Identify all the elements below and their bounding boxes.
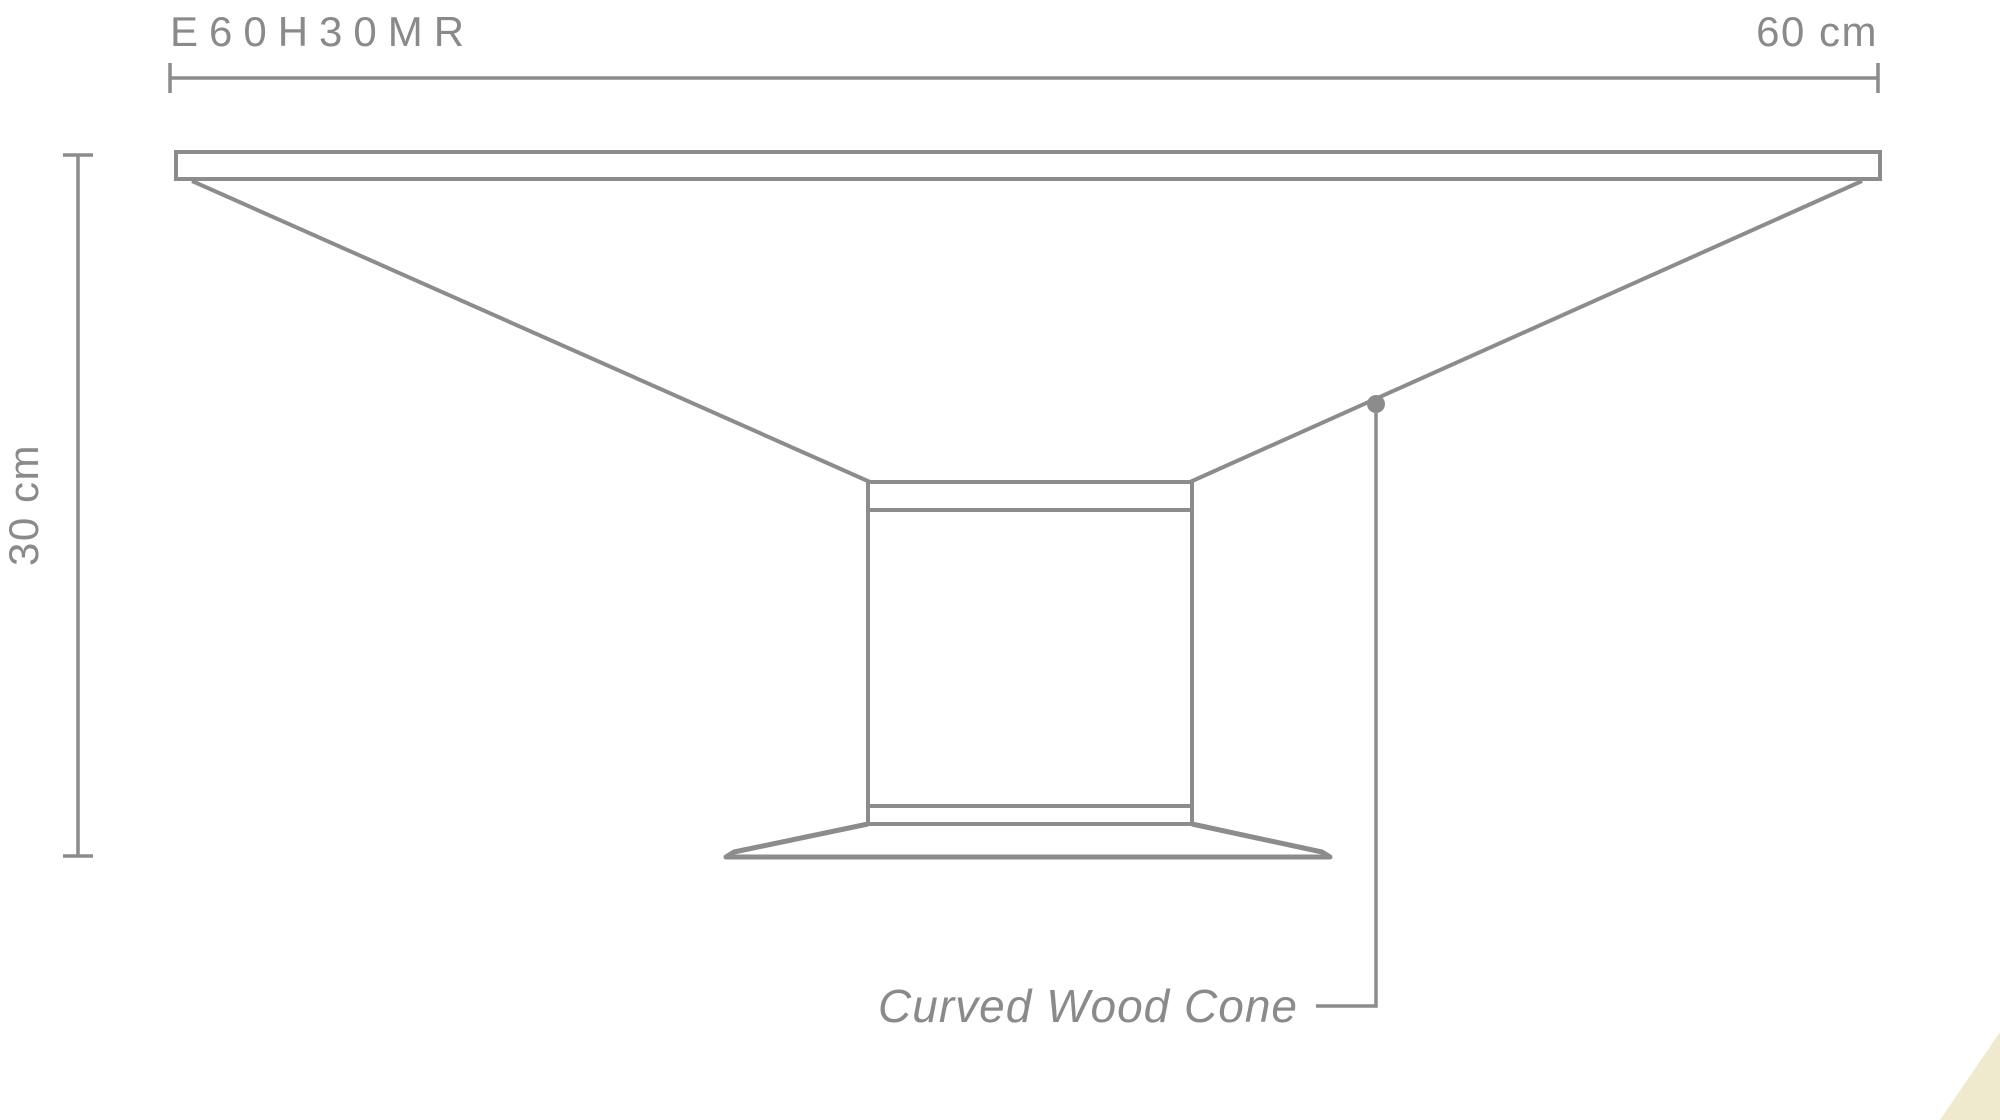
cone-left-edge (191, 179, 871, 484)
foot-outline (723, 821, 1333, 860)
height-dimension-line (63, 153, 93, 858)
leader-dot (1367, 395, 1385, 413)
width-dimension-label: 60 cm (1756, 8, 1878, 55)
annotation-label: Curved Wood Cone (878, 980, 1298, 1032)
width-dimension-line (168, 63, 1880, 93)
corner-artifact (1940, 1032, 2000, 1120)
pedestal-outline (866, 480, 1194, 826)
model-label: E60H30MR (170, 8, 475, 55)
cone-right-edge (1189, 179, 1863, 484)
height-dimension-label: 30 cm (0, 444, 47, 566)
tabletop-outline (174, 150, 1882, 181)
leader-line (1316, 404, 1378, 1008)
